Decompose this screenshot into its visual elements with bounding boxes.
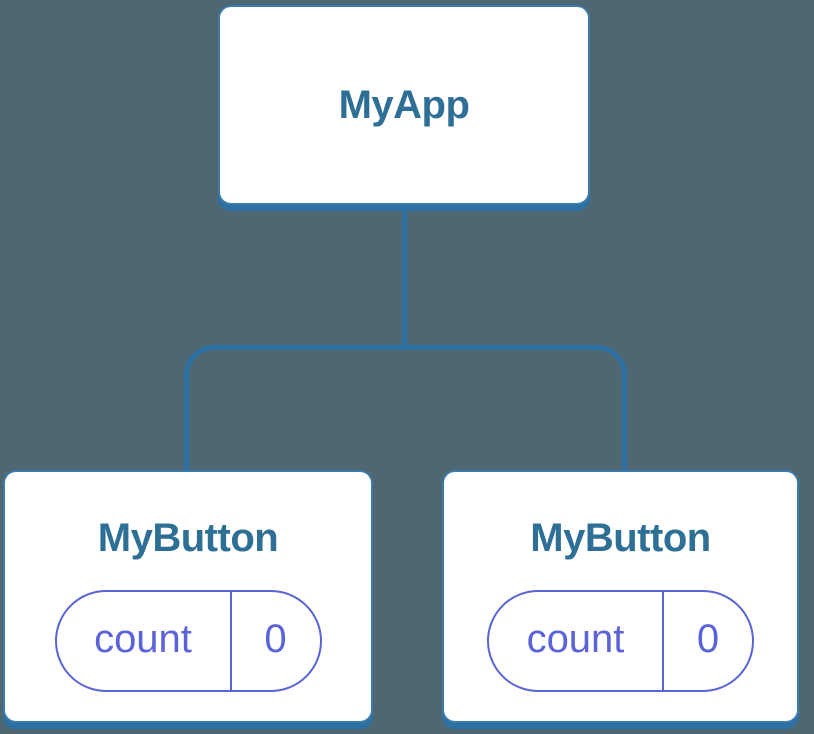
- mybutton-right-title: MyButton: [530, 516, 711, 560]
- state-key-label: count: [526, 617, 625, 661]
- state-pill-divider: [229, 592, 232, 690]
- state-pill-left: count 0: [54, 590, 322, 692]
- state-pill-divider: [662, 592, 664, 690]
- connector-root-stem: [402, 210, 407, 347]
- state-key-cell: count: [57, 592, 230, 690]
- state-pill-right: count 0: [487, 590, 754, 692]
- state-key-label: count: [94, 617, 192, 661]
- mybutton-card-right: MyButton count 0: [442, 470, 799, 723]
- state-key-cell: count: [489, 592, 662, 690]
- state-value-label: 0: [264, 617, 287, 661]
- mybutton-card-left: MyButton count 0: [3, 470, 373, 723]
- mybutton-left-title: MyButton: [97, 516, 279, 560]
- myapp-card: MyApp: [218, 5, 590, 205]
- state-value-label: 0: [696, 617, 720, 661]
- connector-branch-bracket: [184, 345, 627, 470]
- state-value-cell: 0: [664, 592, 752, 690]
- state-value-cell: 0: [232, 592, 320, 690]
- myapp-card-title: MyApp: [338, 83, 470, 127]
